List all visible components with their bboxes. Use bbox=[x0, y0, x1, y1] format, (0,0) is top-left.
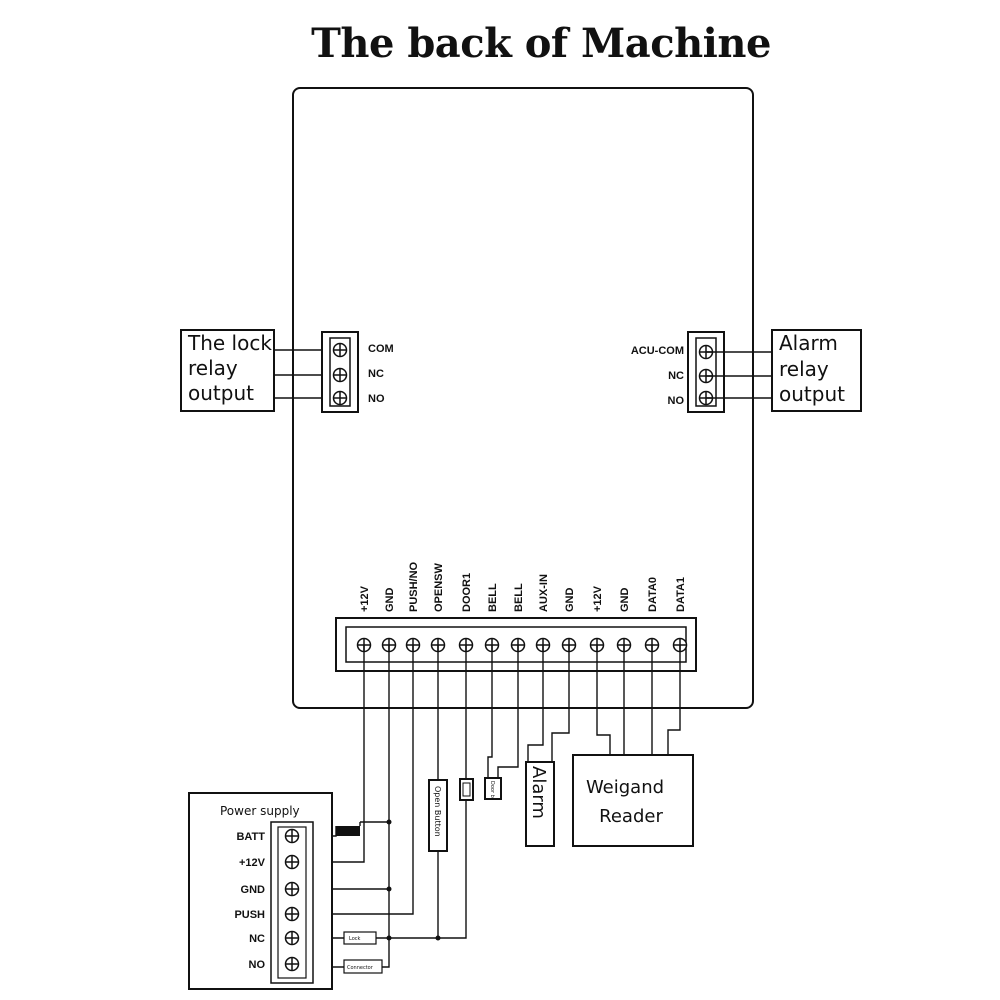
alarm-relay-label-1: Alarm bbox=[779, 331, 838, 355]
main-terminal-label: GND bbox=[564, 588, 576, 613]
power-supply-labels: BATT +12V GND PUSH NC NO bbox=[234, 831, 265, 971]
alarm-device bbox=[525, 761, 555, 847]
main-terminal-label: GND bbox=[384, 588, 396, 613]
reader-label-1: Weigand bbox=[586, 777, 664, 798]
main-terminal-label: AUX-IN bbox=[538, 574, 550, 612]
power-supply-terminal-block bbox=[270, 821, 314, 984]
lock-device-label: Lock bbox=[349, 936, 361, 942]
power-supply-title: Power supply bbox=[220, 804, 300, 818]
lock-nc-label: NC bbox=[368, 368, 384, 380]
power-supply-terminal-label: NO bbox=[249, 959, 266, 971]
power-supply-terminal-label: BATT bbox=[236, 831, 265, 843]
power-supply-terminal-label: GND bbox=[241, 884, 266, 896]
battery-icon bbox=[336, 826, 360, 836]
power-supply-screw bbox=[284, 956, 300, 972]
power-supply-terminal-label: +12V bbox=[239, 857, 266, 869]
connector-device bbox=[343, 959, 383, 974]
door-bell-device bbox=[484, 777, 502, 800]
connector-device-label: Connector bbox=[347, 965, 374, 971]
main-terminal-label: PUSH/NO bbox=[408, 561, 420, 612]
lock-com-label: COM bbox=[368, 343, 394, 355]
lock-no-label: NO bbox=[368, 393, 385, 405]
lock-device bbox=[343, 931, 377, 945]
main-terminal-label: OPENSW bbox=[433, 562, 445, 612]
main-terminal-label: +12V bbox=[359, 585, 371, 612]
machine-back-panel bbox=[292, 87, 754, 709]
lock-relay-label-3: output bbox=[188, 381, 254, 405]
lock-relay-label-2: relay bbox=[188, 356, 238, 380]
reader-label-2: Reader bbox=[599, 806, 663, 827]
main-terminal-label: DATA0 bbox=[647, 577, 659, 612]
main-terminal-label: BELL bbox=[513, 583, 525, 612]
page-title: The back of Machine bbox=[311, 20, 771, 67]
main-terminal-label: +12V bbox=[592, 585, 604, 612]
main-terminal-label: GND bbox=[619, 588, 631, 613]
power-supply-screw bbox=[284, 854, 300, 870]
door-sensor-device bbox=[459, 778, 474, 801]
power-supply-terminal-label: NC bbox=[249, 933, 265, 945]
lock-relay-label-1: The lock bbox=[187, 331, 272, 355]
power-supply-screw bbox=[284, 930, 300, 946]
main-terminal-label: DOOR1 bbox=[461, 573, 473, 612]
alarm-device-label: Alarm bbox=[528, 766, 549, 819]
alarm-acu-com-label: ACU-COM bbox=[631, 345, 684, 357]
open-button-label: Open Button bbox=[433, 786, 442, 837]
power-supply-screw bbox=[284, 906, 300, 922]
power-supply-terminal-label: PUSH bbox=[234, 909, 265, 921]
lock-relay-output-box bbox=[180, 329, 275, 412]
main-terminal-label: BELL bbox=[487, 583, 499, 612]
main-terminal-labels: +12V GND PUSH/NO OPENSW DOOR1 BELL BELL AUX-IN G… bbox=[359, 561, 687, 612]
alarm-nc-label: NC bbox=[668, 370, 684, 382]
alarm-relay-label-3: output bbox=[779, 382, 845, 406]
main-terminal-label: DATA1 bbox=[675, 577, 687, 612]
door-sensor-icon bbox=[462, 782, 471, 797]
alarm-relay-output-box bbox=[771, 329, 862, 412]
power-supply-box bbox=[188, 792, 333, 990]
door-bell-label: Door b bbox=[489, 781, 495, 798]
power-supply-screw bbox=[284, 828, 300, 844]
alarm-relay-label-2: relay bbox=[779, 357, 829, 381]
open-button-device bbox=[428, 779, 448, 852]
alarm-no-label: NO bbox=[668, 395, 685, 407]
power-supply-screw bbox=[284, 881, 300, 897]
weigand-reader-device bbox=[572, 754, 694, 847]
